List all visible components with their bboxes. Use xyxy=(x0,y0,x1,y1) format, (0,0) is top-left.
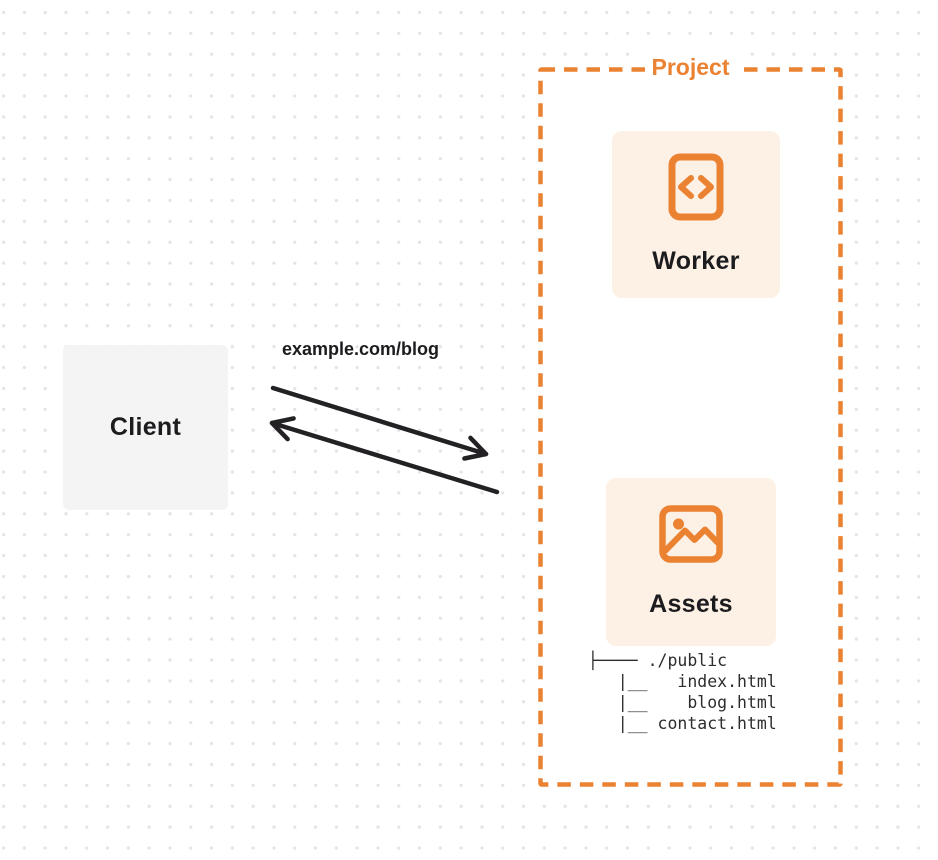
request-url-label: example.com/blog xyxy=(282,339,440,359)
response-arrowhead-icon xyxy=(269,416,296,442)
assets-node: Assets xyxy=(606,478,776,646)
project-dashed-border xyxy=(538,67,843,787)
project-container: Project Worker Assets ├──── ./public |__… xyxy=(538,52,843,787)
file-tree: ├──── ./public |__ index.html |__ blog.h… xyxy=(588,651,777,733)
worker-label: Worker xyxy=(652,247,740,275)
client-node: Client xyxy=(63,345,228,510)
request-arrowhead-icon xyxy=(462,435,489,461)
project-border-rect xyxy=(538,67,843,787)
worker-node: Worker xyxy=(612,131,780,298)
request-arrow-line xyxy=(270,385,489,457)
code-icon xyxy=(668,153,724,221)
assets-label: Assets xyxy=(649,590,733,618)
client-label: Client xyxy=(109,413,182,441)
project-label: Project xyxy=(644,52,737,82)
response-arrow-line xyxy=(269,420,500,495)
image-icon xyxy=(659,505,723,563)
